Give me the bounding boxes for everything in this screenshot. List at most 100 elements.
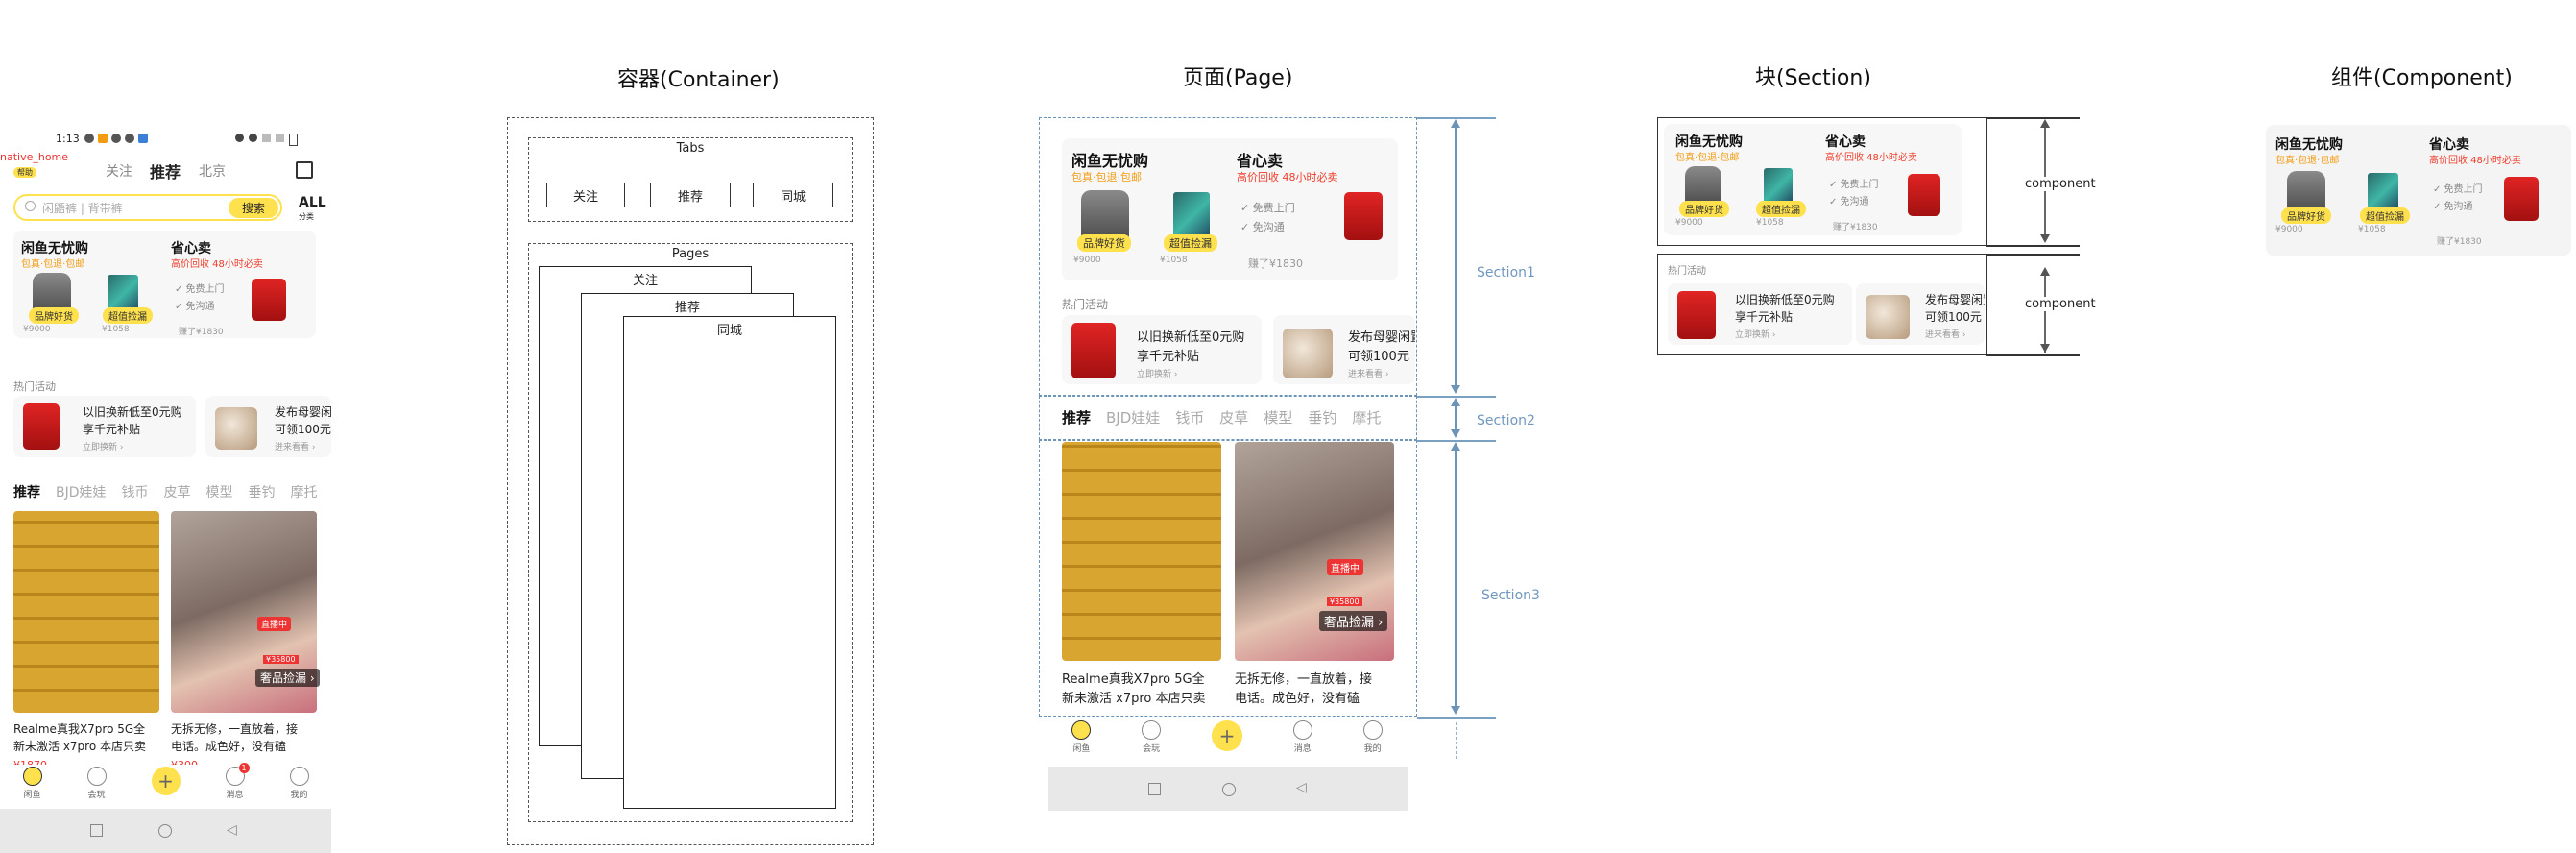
section2-label: Section2 (1477, 413, 1535, 428)
promo-badge-deal: 超值捡漏 (103, 307, 153, 324)
hot-card-2-line1: 发布母婴闲置 (275, 403, 331, 420)
nav-mine[interactable]: 我的 (290, 767, 309, 805)
section3-outline (1039, 440, 1417, 717)
hot-label: 热门活动 (13, 378, 56, 394)
status-icons (84, 134, 148, 143)
section2-outline (1039, 396, 1417, 440)
arrow-up (1451, 119, 1460, 128)
hot-card-1-line1: 以旧换新低至0元购 (83, 403, 182, 420)
guide-line (1417, 717, 1496, 719)
promo-badge-brand: 品牌好货 (29, 307, 79, 324)
tab-button-follow: 关注 (546, 183, 625, 207)
nav-play[interactable]: 会玩 (87, 767, 107, 805)
page-bottom-nav: 闲鱼 会玩 + 消息 我的 (1047, 720, 1408, 761)
arrow-up (1451, 442, 1460, 451)
category-moto[interactable]: 摩托 (291, 482, 318, 501)
recent-apps-icon[interactable] (90, 824, 103, 837)
status-time: 1:13 (56, 133, 80, 145)
component-title: 组件(Component) (2331, 61, 2513, 91)
category-recommend[interactable]: 推荐 (13, 482, 40, 501)
arrow-up (2040, 267, 2050, 276)
arrow-up (2040, 119, 2050, 128)
plus-icon: + (152, 767, 181, 795)
bottom-nav: 闲鱼 会玩 + 消息 1 我的 (0, 765, 331, 805)
all-category[interactable]: ALL (299, 195, 326, 210)
tab-recommend[interactable]: 推荐 (150, 159, 181, 183)
promo-price-1: ¥9000 (23, 325, 51, 334)
luxury-tag: 奢品捡漏 › (255, 669, 320, 687)
tab-button-recommend: 推荐 (650, 183, 731, 207)
component-label-2: component (2023, 297, 2098, 311)
category-bjd[interactable]: BJD娃娃 (56, 482, 107, 501)
hot-card-1-line2: 享千元补贴 (83, 421, 140, 437)
search-button[interactable]: 搜索 (229, 198, 278, 218)
live-tag: 直播中 (257, 617, 291, 631)
native-home-label: native_home (0, 151, 68, 163)
section-edge (1986, 245, 2080, 247)
arrow-down (2040, 344, 2050, 353)
feed-image-2[interactable]: 直播中 奢品捡漏 › ¥35800 (171, 511, 317, 713)
nav-publish[interactable]: + (152, 767, 181, 805)
component-label-1: component (2023, 177, 2098, 191)
tab-city[interactable]: 北京 (199, 161, 226, 181)
play-icon (87, 767, 107, 786)
back-icon[interactable]: ◁ (227, 822, 237, 838)
category-bar: 推荐 BJD娃娃 钱币 皮草 模型 垂钓 摩托 (13, 482, 318, 501)
section1-label: Section1 (1477, 265, 1535, 280)
hot-card-2[interactable]: 发布母婴闲置 可领100元 进来看看 › (205, 396, 331, 457)
tab-button-city: 同城 (753, 183, 833, 207)
section-divider (1986, 254, 1987, 355)
feed-image-1[interactable] (13, 511, 159, 713)
phone-screenshot: 1:13 native_home 帮助 关注 推荐 北京 闲鼯裤 | 背带裤 搜… (0, 125, 331, 853)
promo-right-sub: 高价回收 48小时必卖 (171, 256, 263, 270)
arrow-shaft (1455, 406, 1457, 429)
section-edge (1986, 254, 2080, 256)
search-bar[interactable]: 闲鼯裤 | 背带裤 搜索 (13, 194, 282, 221)
arrow-up (1451, 398, 1460, 406)
promo-item-1: ✓ 免费上门 (175, 280, 225, 295)
promo-left-title: 闲鱼无忧购 (21, 238, 88, 257)
hot-card-2-line2: 可领100元 (275, 421, 331, 437)
arrow-shaft (1455, 451, 1457, 706)
feed-2-line2: 电话。成色好，没有磕 (171, 738, 286, 754)
scan-icon[interactable] (296, 161, 313, 179)
search-input[interactable]: 闲鼯裤 | 背带裤 (42, 200, 123, 216)
tab-follow[interactable]: 关注 (106, 161, 132, 181)
nav-messages[interactable]: 消息 1 (226, 767, 245, 805)
promo-card[interactable]: 闲鱼无忧购 包真·包退·包邮 品牌好货 超值捡漏 ¥9000 ¥1058 省心卖… (13, 231, 316, 338)
promo-right-title: 省心卖 (171, 238, 211, 257)
category-coins[interactable]: 钱币 (122, 482, 149, 501)
promo-earn: 赚了¥1830 (179, 325, 224, 337)
status-right-icons (235, 134, 298, 146)
category-model[interactable]: 模型 (206, 482, 233, 501)
arrow-down (1451, 706, 1460, 715)
section-box-1: 闲鱼无忧购 包真·包退·包邮 品牌好货 超值捡漏 ¥9000 ¥1058 省心卖… (1657, 117, 1986, 246)
section-box-2: 热门活动 以旧换新低至0元购 享千元补贴 立即换新 › 发布母婴闲置 可领100… (1657, 254, 1986, 355)
pages-label: Pages (529, 247, 852, 261)
search-icon (25, 201, 36, 211)
hot-card-2-sub: 进来看看 › (275, 440, 315, 452)
dashed-continuation (1456, 722, 1457, 759)
promo-left-sub: 包真·包退·包邮 (21, 256, 84, 270)
profile-icon (290, 767, 309, 786)
feed-2-line1: 无拆无修，一直放着，接 (171, 720, 298, 737)
hot-card-1[interactable]: 以旧换新低至0元购 享千元补贴 立即换新 › (13, 396, 196, 457)
trade-in-phone-image (23, 403, 60, 450)
category-fishing[interactable]: 垂钓 (249, 482, 276, 501)
message-badge: 1 (239, 763, 250, 773)
home-button-icon[interactable] (158, 824, 172, 838)
nav-home[interactable]: 闲鱼 (23, 767, 42, 805)
system-nav: ◁ (0, 809, 331, 853)
category-fur[interactable]: 皮草 (164, 482, 191, 501)
tabs-label: Tabs (529, 141, 852, 156)
arrow-down (1451, 429, 1460, 438)
container-title: 容器(Container) (617, 62, 780, 93)
feed-1-line1: Realme真我X7pro 5G全 (13, 720, 145, 737)
section-divider (1986, 117, 1987, 246)
toy-image (215, 407, 257, 450)
tabs-outline: Tabs 关注 推荐 同城 (528, 137, 853, 222)
phone-image (252, 279, 286, 321)
help-badge[interactable]: 帮助 (13, 167, 36, 178)
section1-outline (1039, 117, 1417, 396)
page-title: 页面(Page) (1183, 61, 1292, 91)
